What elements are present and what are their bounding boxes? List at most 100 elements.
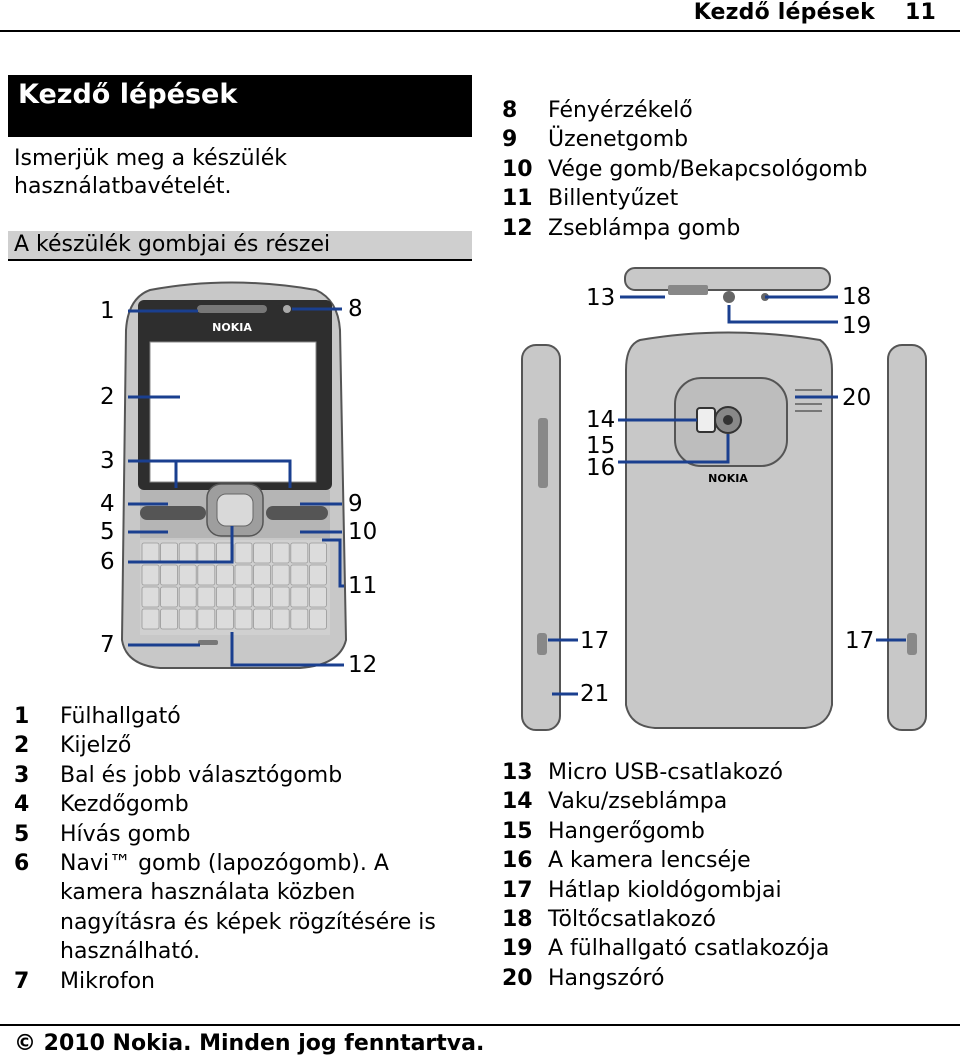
part-number: 6	[14, 851, 30, 877]
part-label: Vége gomb/Bekapcsológomb	[548, 156, 868, 182]
keypad-key	[308, 586, 327, 608]
part-label: Bal és jobb választógomb	[60, 762, 343, 788]
microphone-hole	[198, 640, 218, 645]
parts-list-item: 4 Kezdőgomb	[14, 790, 464, 819]
part-number: 5	[14, 821, 30, 847]
part-number: 8	[502, 98, 518, 123]
keypad-key	[290, 608, 309, 630]
leader-lines	[128, 295, 906, 696]
keypad-key	[234, 586, 253, 608]
keypad-key	[178, 542, 197, 564]
part-label: Micro USB-csatlakozó	[548, 760, 783, 785]
part-label: Hangerőgomb	[548, 818, 705, 844]
keypad-key	[197, 542, 216, 564]
part-label: A kamera lencséje	[548, 848, 751, 874]
keypad-key	[160, 586, 179, 608]
part-label: Kijelző	[60, 733, 132, 759]
footer-rule	[0, 1024, 960, 1026]
callout-8: 8	[348, 296, 363, 322]
part-number: 17	[502, 877, 533, 903]
keypad-key	[308, 608, 327, 630]
parts-list-item: 12 Zseblámpa gomb	[502, 214, 952, 243]
part-number: 19	[502, 936, 533, 962]
left-soft-key	[140, 506, 206, 520]
part-number: 9	[502, 127, 518, 153]
part-number: 10	[502, 156, 533, 182]
left-side-view	[521, 344, 561, 731]
part-label: Töltőcsatlakozó	[548, 907, 716, 933]
part-label: Fényérzékelő	[548, 98, 693, 123]
keypad-key	[271, 586, 290, 608]
callout-5: 5	[100, 519, 115, 545]
part-label: Hangszóró	[548, 965, 665, 991]
keypad-key	[160, 564, 179, 586]
callout-2: 2	[100, 384, 115, 410]
keypad-key	[160, 542, 179, 564]
keypad-key	[215, 608, 234, 630]
callout-18: 18	[842, 284, 871, 310]
parts-list-item: 10 Vége gomb/Bekapcsológomb	[502, 155, 952, 184]
parts-list-item: 7 Mikrofon	[14, 967, 464, 996]
callout-3: 3	[100, 448, 115, 474]
part-label: Kezdőgomb	[60, 792, 189, 818]
keypad-key	[308, 564, 327, 586]
part-number: 12	[502, 215, 533, 241]
part-number: 7	[14, 968, 30, 994]
part-number: 3	[14, 762, 30, 788]
keypad-keys	[141, 542, 327, 630]
keypad-key	[253, 608, 272, 630]
callout-17-left: 17	[580, 628, 609, 654]
callout-11: 11	[348, 573, 377, 599]
callout-13: 13	[586, 285, 615, 311]
front-phone: NOKIA	[120, 281, 348, 669]
parts-list-item: 13 Micro USB-csatlakozó	[502, 758, 952, 787]
keypad-key	[141, 542, 160, 564]
part-number: 14	[502, 789, 533, 815]
part-label: Zseblámpa gomb	[548, 215, 741, 241]
keypad-key	[197, 586, 216, 608]
part-number: 4	[14, 792, 30, 818]
keypad-key	[178, 564, 197, 586]
keypad-key	[178, 586, 197, 608]
parts-list-item: 18 Töltőcsatlakozó	[502, 905, 952, 934]
flash	[696, 407, 716, 433]
parts-list-item: 2 Kijelző	[14, 731, 464, 760]
right-soft-key	[266, 506, 328, 520]
intro-text: Ismerjük meg a készülék használatbavétel…	[14, 146, 287, 199]
part-label: Mikrofon	[60, 968, 156, 994]
keypad-key	[215, 564, 234, 586]
keypad-key	[197, 564, 216, 586]
section-title: Kezdő lépések	[8, 75, 472, 137]
keypad-key	[290, 564, 309, 586]
keypad-key	[215, 586, 234, 608]
earpiece	[197, 305, 267, 313]
navi-key-inner	[216, 493, 254, 527]
keypad-key	[290, 586, 309, 608]
keypad-key	[271, 608, 290, 630]
callout-1: 1	[100, 298, 115, 324]
part-number: 1	[14, 704, 30, 729]
keypad-key	[253, 542, 272, 564]
callout-9: 9	[348, 491, 363, 517]
part-number: 2	[14, 733, 30, 759]
display-screen	[149, 341, 317, 483]
part-number: 18	[502, 907, 533, 933]
copyright-footer: © 2010 Nokia. Minden jog fenntartva.	[14, 1031, 485, 1056]
running-header-section: Kezdő lépések	[693, 0, 875, 25]
part-number: 11	[502, 186, 533, 212]
part-number: 13	[502, 760, 533, 785]
callout-19: 19	[842, 313, 871, 339]
parts-list-item: 8 Fényérzékelő	[502, 96, 952, 125]
keypad-key	[141, 608, 160, 630]
keypad-key	[234, 564, 253, 586]
callout-16: 16	[586, 455, 615, 481]
